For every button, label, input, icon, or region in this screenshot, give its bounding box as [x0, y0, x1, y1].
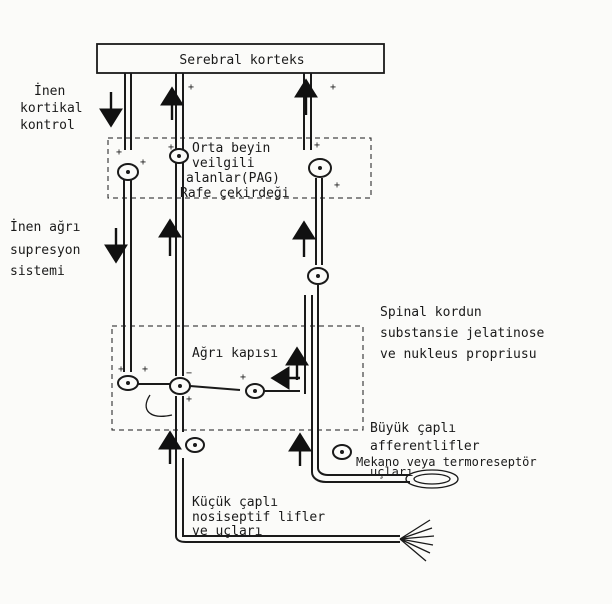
small-fiber-label-1: Küçük çaplı	[192, 495, 278, 510]
sign-plus-3: +	[116, 147, 122, 158]
midbrain-neuron-mid	[169, 148, 189, 164]
midbrain-neuron-left	[117, 163, 139, 181]
nucleus-relay	[316, 274, 320, 278]
sign-plus-2: +	[330, 82, 336, 93]
mechano-label-1: Mekano veya termoreseptör	[356, 455, 537, 469]
large-fiber-peripheral-a	[311, 440, 410, 483]
suppression-label-1: İnen ağrı	[10, 219, 80, 235]
mechanoreceptor-inner	[413, 473, 451, 485]
gate-to-sg	[189, 385, 241, 391]
nucleus-right	[318, 166, 322, 170]
large-fiber-peripheral-b	[317, 440, 410, 476]
nucleus-large-fiber	[340, 450, 344, 454]
midbrain-label-4: Rafe çekirdeği	[180, 186, 290, 201]
small-fiber-c	[182, 458, 400, 537]
large-fiber-label-1: Büyük çaplı	[370, 421, 456, 436]
mechano-label-2: uçları	[370, 465, 413, 479]
small-fiber-soma	[185, 437, 205, 453]
pain-gate-label: Ağrı kapısı	[192, 346, 278, 361]
spinal-label-3: ve nukleus propriusu	[380, 347, 537, 362]
nucleus-gate	[178, 384, 182, 388]
cortex-box	[96, 43, 385, 74]
nociceptive-endings	[399, 519, 435, 562]
small-fiber-a	[175, 396, 400, 543]
nucleus-small-fiber	[193, 443, 197, 447]
cortex-label: Serebral korteks	[179, 53, 304, 68]
nucleus-mid	[177, 154, 181, 158]
sign-plus-6: +	[314, 140, 320, 151]
sign-plus-10: +	[186, 394, 192, 405]
descending-control-label-1: İnen	[34, 83, 65, 99]
midbrain-neuron-right	[308, 158, 332, 178]
relay-neuron-right	[307, 267, 329, 285]
sign-plus-4: +	[168, 142, 174, 153]
spinal-label-2: substansie jelatinose	[380, 326, 545, 341]
midbrain-label-3: alanlar(PAG)	[186, 171, 280, 186]
sign-plus-8: +	[118, 364, 124, 375]
mechanoreceptor-ending	[405, 469, 459, 489]
sign-plus-7: +	[334, 180, 340, 191]
sign-minus-1: −	[186, 368, 192, 379]
nucleus-sg	[253, 389, 257, 393]
midbrain-label-2: veilgili	[192, 156, 255, 171]
sign-plus-9: +	[142, 364, 148, 375]
inhibitory-loop	[145, 394, 173, 417]
sign-plus-11: +	[240, 372, 246, 383]
sign-plus-5: +	[140, 157, 146, 168]
midbrain-label-1: Orta beyin	[192, 141, 270, 156]
spinal-label-1: Spinal kordun	[380, 305, 482, 320]
small-fiber-label-2: nosiseptif lifler	[192, 510, 325, 525]
nucleus-left	[126, 170, 130, 174]
descending-control-label-3: kontrol	[20, 118, 75, 133]
suppression-label-2: supresyon	[10, 243, 80, 258]
descending-control-label-2: kortikal	[20, 101, 83, 116]
sign-plus-1: +	[188, 82, 194, 93]
suppression-label-3: sistemi	[10, 264, 65, 279]
small-fiber-label-3: ve uçları	[192, 524, 262, 539]
midbrain-region	[107, 137, 372, 199]
spinal-gate-region	[111, 325, 364, 431]
large-fiber-label-2: afferentlifler	[370, 439, 480, 454]
nucleus-spinal-left	[126, 381, 130, 385]
large-fiber-soma	[332, 444, 352, 460]
